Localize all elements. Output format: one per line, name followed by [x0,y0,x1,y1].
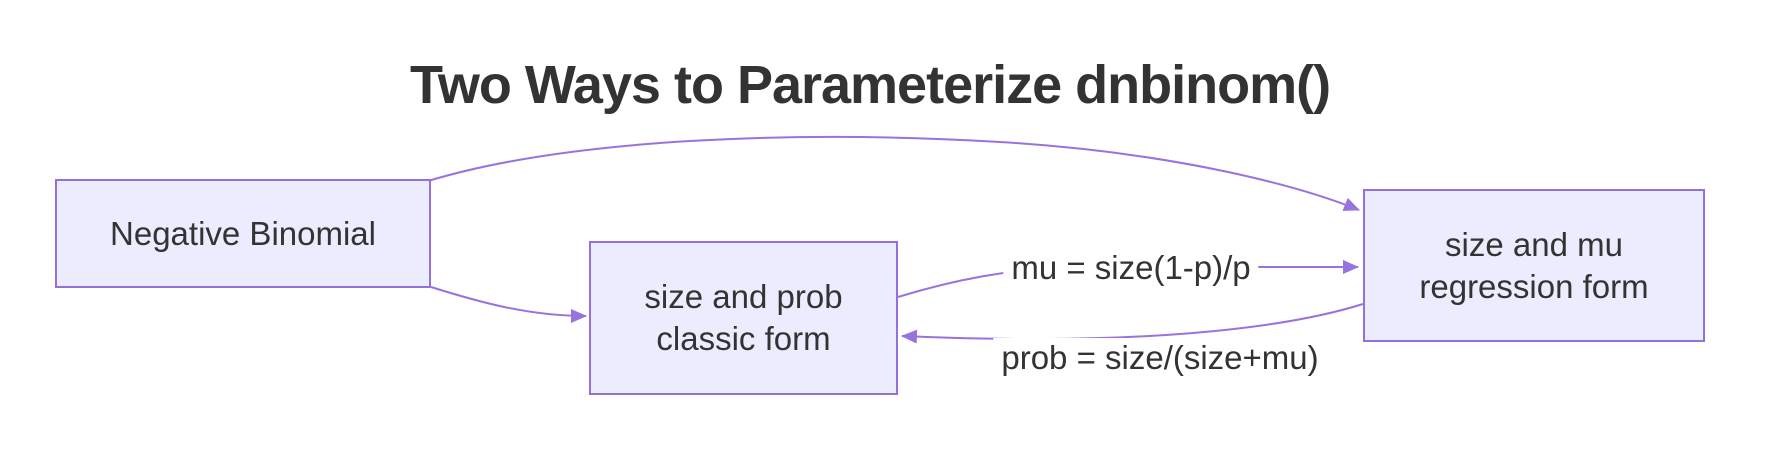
node-size-prob-line2: classic form [656,320,831,357]
node-size-mu-line1: size and mu [1445,225,1623,263]
edge-regression-to-classic [901,303,1364,344]
edge-negbin-to-classic [430,286,587,323]
edge-negbin-to-regression [427,135,1360,211]
edge-label-mu: mu = size(1-p)/p [1003,248,1259,288]
diagram-title: Two Ways to Parameterize dnbinom() [409,55,1331,115]
node-size-prob-line1: size and prob [644,278,843,315]
node-negative-binomial: Negative Binomial [55,179,431,288]
node-size-mu-line2: regression form [1419,267,1649,305]
edge-label-prob: prob = size/(size+mu) [993,338,1327,378]
node-size-mu-regression: size and mu regression form [1363,189,1705,342]
node-size-prob-classic: size and prob classic form [589,241,898,395]
node-negative-binomial-label: Negative Binomial [110,214,376,252]
